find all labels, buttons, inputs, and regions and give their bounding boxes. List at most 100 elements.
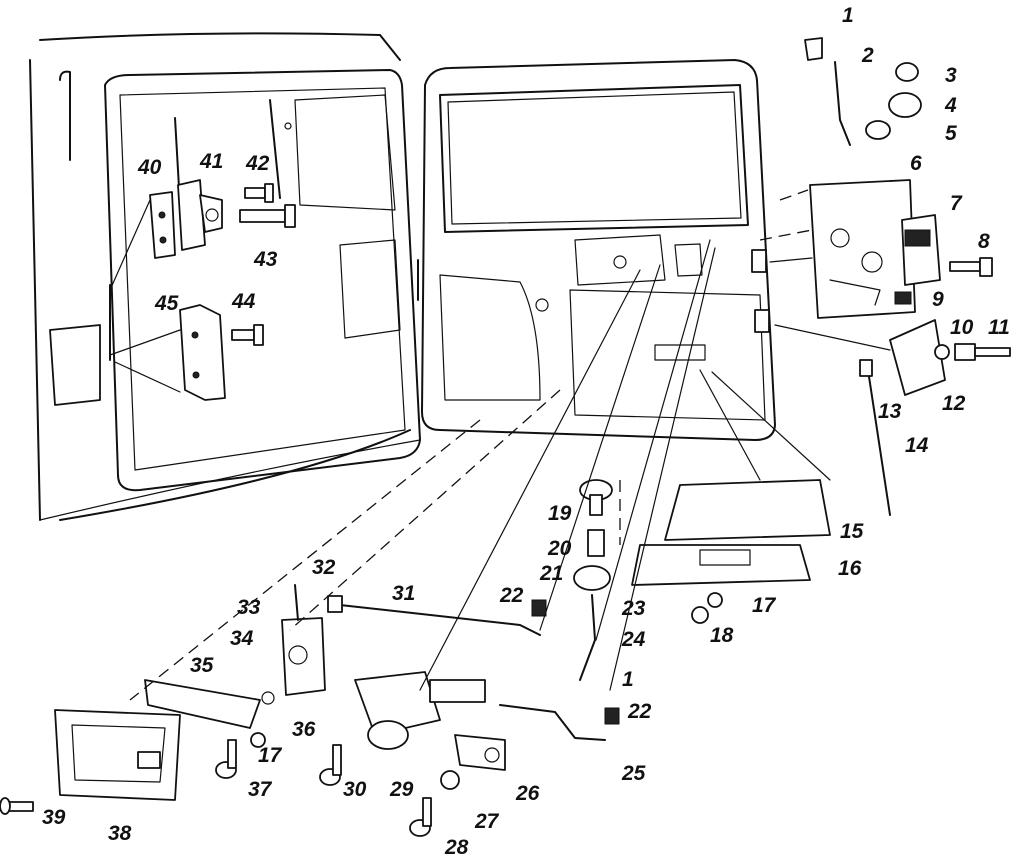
callout-24: 24 bbox=[621, 628, 646, 651]
dashed-guide-lines bbox=[129, 189, 813, 701]
callout-11: 11 bbox=[988, 316, 1010, 339]
part-button-19 bbox=[579, 479, 613, 516]
part-rod-25 bbox=[499, 704, 606, 741]
part-hinge-40 bbox=[149, 191, 176, 259]
callout-42: 42 bbox=[245, 152, 270, 175]
callout-19: 19 bbox=[548, 502, 572, 525]
part-nut-17 bbox=[707, 592, 723, 608]
callout-20: 20 bbox=[547, 537, 572, 560]
callout-22-lower: 22 bbox=[627, 700, 652, 723]
part-rod-2 bbox=[834, 61, 851, 146]
part-screw-39 bbox=[0, 797, 34, 815]
part-screw-37 bbox=[215, 739, 237, 779]
part-lock-mechanism-6 bbox=[809, 179, 916, 319]
part-rod-31 bbox=[339, 604, 541, 636]
part-striker-12 bbox=[889, 319, 946, 396]
callout-37: 37 bbox=[248, 778, 273, 801]
callout-8: 8 bbox=[978, 230, 990, 253]
part-rod-24 bbox=[579, 594, 596, 681]
callout-43: 43 bbox=[253, 248, 278, 271]
callout-32: 32 bbox=[312, 556, 336, 579]
part-nut-27 bbox=[440, 770, 460, 790]
callout-30: 30 bbox=[343, 778, 367, 801]
callout-17-lower: 17 bbox=[258, 744, 283, 767]
callout-27: 27 bbox=[474, 810, 500, 833]
callout-40: 40 bbox=[137, 156, 162, 179]
part-lock-34 bbox=[281, 617, 326, 696]
callout-12: 12 bbox=[942, 392, 966, 415]
part-rod-14 bbox=[859, 359, 891, 516]
part-washer-10 bbox=[934, 344, 950, 360]
callout-39: 39 bbox=[42, 806, 66, 829]
part-cap-3 bbox=[895, 62, 919, 82]
callout-15: 15 bbox=[840, 520, 864, 543]
callout-36: 36 bbox=[292, 718, 316, 741]
callout-14: 14 bbox=[905, 434, 929, 457]
callout-4: 4 bbox=[944, 94, 957, 117]
callout-26: 26 bbox=[515, 782, 540, 805]
part-nut-18 bbox=[691, 606, 709, 624]
part-lever-35 bbox=[144, 679, 261, 729]
callout-33: 33 bbox=[237, 596, 261, 619]
part-screw-28 bbox=[409, 797, 432, 837]
part-clip-22-upper bbox=[531, 599, 547, 617]
callout-6: 6 bbox=[910, 152, 922, 175]
part-spring-36 bbox=[261, 691, 275, 705]
part-handle-38 bbox=[54, 709, 181, 801]
callout-31: 31 bbox=[392, 582, 415, 605]
part-screw-8 bbox=[949, 257, 993, 277]
part-screw-30 bbox=[319, 744, 342, 786]
callout-45: 45 bbox=[154, 292, 179, 315]
callout-10: 10 bbox=[950, 316, 974, 339]
part-bolt-42 bbox=[244, 183, 274, 203]
callout-5: 5 bbox=[945, 122, 957, 145]
part-actuator-29 bbox=[354, 671, 486, 750]
callout-1: 1 bbox=[842, 4, 854, 27]
part-bracket-45 bbox=[179, 304, 226, 401]
part-spring-20 bbox=[587, 529, 605, 557]
callout-22: 22 bbox=[499, 584, 524, 607]
leader-lines bbox=[109, 199, 891, 691]
part-seal-5 bbox=[865, 120, 891, 140]
part-latch-7 bbox=[901, 214, 941, 286]
callout-1-lower: 1 bbox=[622, 668, 634, 691]
part-bolt-44 bbox=[231, 324, 264, 346]
callout-29: 29 bbox=[389, 778, 414, 801]
callout-38: 38 bbox=[108, 822, 132, 845]
vehicle-body bbox=[29, 32, 421, 521]
callout-21: 21 bbox=[539, 562, 563, 585]
part-handle-cover-16 bbox=[631, 544, 811, 586]
callout-28: 28 bbox=[444, 836, 469, 859]
callout-34: 34 bbox=[230, 627, 254, 650]
callout-41: 41 bbox=[199, 150, 223, 173]
part-pin-43 bbox=[239, 204, 296, 228]
callout-9: 9 bbox=[932, 288, 944, 311]
callout-labels: 1 2 3 4 5 6 7 8 9 10 11 12 13 14 15 16 1… bbox=[42, 4, 1010, 859]
part-clip-1 bbox=[804, 37, 823, 61]
door-opening-frame bbox=[104, 69, 421, 492]
part-pin-33 bbox=[294, 584, 299, 621]
callout-7: 7 bbox=[950, 192, 963, 215]
callout-35: 35 bbox=[190, 654, 214, 677]
callout-44: 44 bbox=[231, 290, 256, 313]
callout-2: 2 bbox=[861, 44, 874, 67]
part-clip-9 bbox=[894, 291, 912, 305]
callout-16: 16 bbox=[838, 557, 862, 580]
callout-17: 17 bbox=[752, 594, 777, 617]
part-hinge-41 bbox=[177, 179, 223, 251]
callout-18: 18 bbox=[710, 624, 734, 647]
part-button-21 bbox=[573, 565, 611, 591]
part-clip-22-lower bbox=[604, 707, 620, 725]
callout-23: 23 bbox=[621, 597, 646, 620]
part-bolt-11 bbox=[954, 343, 1011, 361]
part-clip-32 bbox=[327, 595, 343, 613]
part-cylinder-4 bbox=[888, 92, 922, 118]
part-nut-17-lower bbox=[250, 732, 266, 748]
callout-25: 25 bbox=[621, 762, 646, 785]
tailgate-door bbox=[417, 59, 776, 441]
part-bracket-26 bbox=[454, 734, 506, 771]
part-handle-15 bbox=[664, 479, 831, 541]
callout-13: 13 bbox=[878, 400, 902, 423]
